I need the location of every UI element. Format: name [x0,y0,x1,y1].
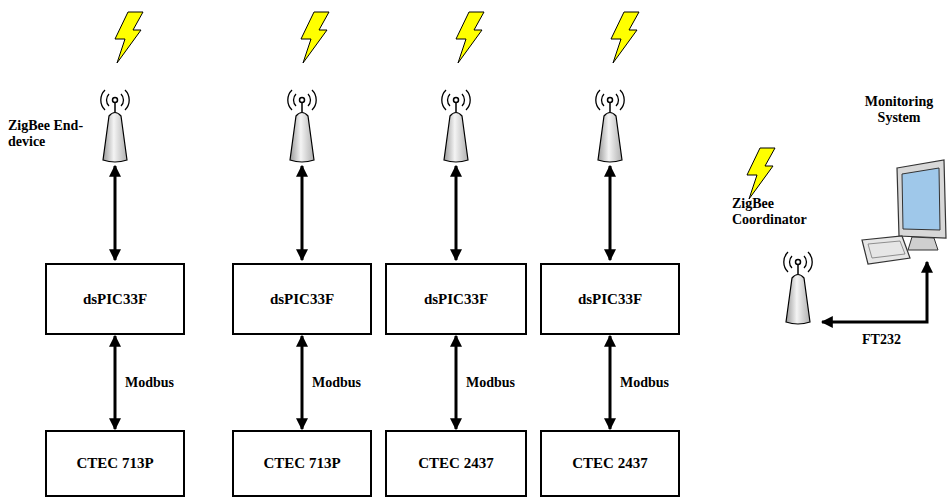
box-text: dsPIC33F [270,291,334,308]
radio-link-arrow [114,166,117,260]
modbus-link-arrow [301,336,304,429]
box-text: CTEC 713P [76,455,153,472]
link-label: Modbus [123,375,176,391]
device-label: Monitoring System [852,94,946,126]
meter-box: CTEC 2437 [540,430,680,497]
controller-box: dsPIC33F [45,263,185,335]
antenna-symbol [596,90,624,162]
antenna-symbol [101,90,129,162]
meter-box: CTEC 713P [232,430,372,497]
antenna-symbol [784,252,812,324]
radio-link-arrow [301,166,304,260]
lightning-bolt [301,12,329,63]
meter-box: CTEC 2437 [385,430,527,497]
radio-link-arrow [609,166,612,260]
box-text: CTEC 2437 [418,455,493,472]
box-text: CTEC 2437 [572,455,647,472]
link-label: Modbus [310,375,363,391]
link-label: Modbus [618,375,671,391]
lightning-bolt [456,12,484,63]
box-text: dsPIC33F [83,291,147,308]
device-label: ZigBee End-device [8,118,100,150]
box-text: dsPIC33F [578,291,642,308]
device-label: ZigBee Coordinator [732,196,832,228]
link-label: Modbus [464,375,517,391]
modbus-link-arrow [609,336,612,429]
box-text: dsPIC33F [424,291,488,308]
box-text: CTEC 713P [263,455,340,472]
lightning-bolt [747,148,775,199]
interface-label: FT232 [862,332,922,348]
modbus-link-arrow [455,336,458,429]
antenna-symbol [442,90,470,162]
controller-box: dsPIC33F [385,263,527,335]
meter-box: CTEC 713P [45,430,185,497]
radio-link-arrow [455,166,458,260]
lightning-bolt [611,12,639,63]
modbus-link-arrow [114,336,117,429]
antenna-symbol [288,90,316,162]
computer-icon [862,160,946,264]
usb-link-arrow [822,262,927,322]
controller-box: dsPIC33F [232,263,372,335]
lightning-bolt [115,12,143,63]
controller-box: dsPIC33F [540,263,680,335]
